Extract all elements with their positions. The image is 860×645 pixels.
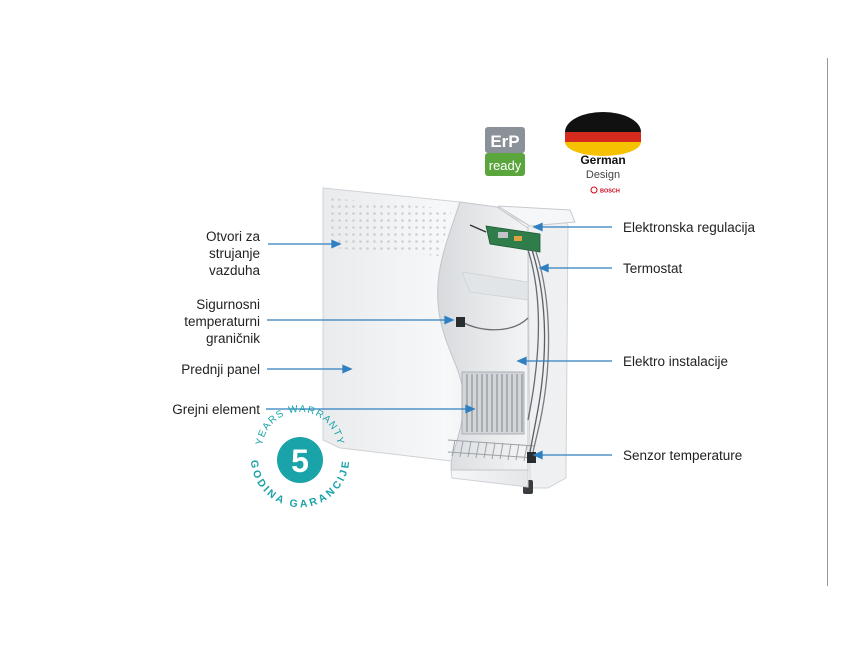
safety-limiter-line-1: Sigurnosni	[196, 297, 260, 312]
safety-limiter-label: Sigurnosni temperaturni graničnik	[184, 296, 260, 347]
electronic-regulation-label: Elektronska regulacija	[623, 219, 755, 236]
control-board	[485, 225, 541, 253]
german-design-badge: German Design BOSCH	[565, 112, 641, 195]
heating-element-line-1: Grejni element	[172, 402, 260, 417]
temperature-sensor	[527, 452, 536, 463]
heater-interior	[437, 201, 550, 471]
front-panel-label: Prednji panel	[181, 361, 260, 378]
air-vents-label: Otvori za strujanje vazduha	[206, 228, 260, 279]
electrical-installation-label: Elektro instalacije	[623, 353, 728, 370]
heating-element-label: Grejni element	[172, 401, 260, 418]
safety-limiter-line-2: temperaturni	[184, 314, 260, 329]
wiring	[461, 224, 550, 453]
heater-back-panel	[494, 205, 576, 494]
erp-top-text: ErP	[490, 132, 519, 151]
air-vents-line-2: strujanje	[208, 246, 260, 261]
heater-front-panel	[322, 187, 529, 488]
erp-ready-badge: ErP ready	[485, 127, 525, 176]
thermostat-line-1: Termostat	[623, 261, 683, 276]
electrical-installation-line-1: Elektro instalacije	[623, 354, 729, 369]
page-divider	[827, 58, 828, 586]
safety-limiter-line-3: graničnik	[205, 331, 260, 346]
safety-limiter	[456, 317, 465, 327]
leader-lines	[266, 222, 612, 460]
erp-bottom-text: ready	[489, 158, 522, 173]
german-text: German	[580, 153, 625, 167]
air-vents-line-3: vazduha	[208, 263, 260, 278]
temperature-sensor-label: Senzor temperature	[623, 447, 742, 464]
thermostat-label: Termostat	[623, 260, 682, 277]
electronic-regulation-line-1: Elektronska regulacija	[623, 220, 756, 235]
air-vents-line-1: Otvori za	[205, 229, 260, 244]
heating-element	[461, 371, 525, 435]
bosch-brand-text: BOSCH	[600, 189, 620, 195]
bottom-grille	[447, 439, 536, 462]
temperature-sensor-line-1: Senzor temperature	[623, 448, 743, 463]
warranty-number: 5	[291, 443, 309, 479]
design-text: Design	[586, 169, 620, 181]
front-panel-line-1: Prednji panel	[181, 362, 260, 377]
